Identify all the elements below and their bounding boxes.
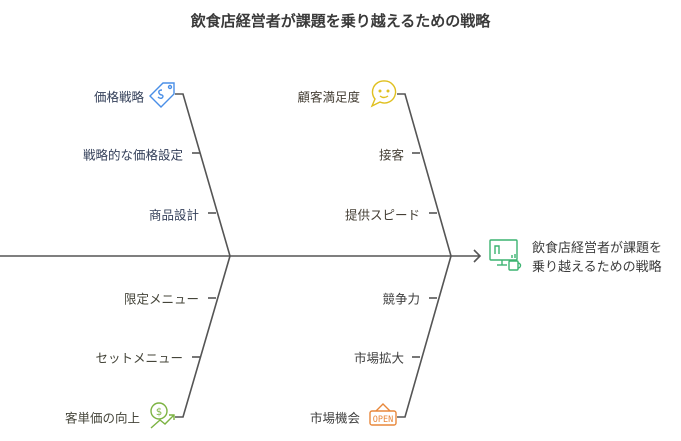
cause-label: 限定メニュー	[123, 291, 199, 307]
branch-line-satisfaction	[397, 93, 452, 257]
svg-text:$: $	[156, 407, 162, 418]
cause-label: 商品設計	[148, 207, 199, 223]
cause-label: 提供スピード	[344, 207, 420, 223]
monitor-coffee-icon	[489, 239, 522, 271]
cause-label: 接客	[378, 147, 404, 163]
effect-head: 飲食店経営者が課題を 乗り越えるための戦略	[532, 239, 662, 277]
branch-line-spend	[175, 255, 231, 418]
spine-arrow	[473, 249, 482, 263]
branch-line-market	[397, 255, 452, 418]
diagram-title: 飲食店経営者が課題を乗り越えるための戦略	[190, 12, 491, 30]
effect-line-1: 飲食店経営者が課題を	[532, 241, 663, 256]
branch-label-satisfaction: 顧客満足度	[297, 89, 360, 105]
cause-label: セットメニュー	[95, 350, 183, 366]
cause-label: 市場拡大	[353, 350, 404, 366]
cause-label: 競争力	[382, 291, 420, 307]
effect-line-2: 乗り越えるための戦略	[532, 260, 662, 275]
smile-chat-icon	[370, 80, 397, 108]
branch-label-price-strategy: 価格戦略	[93, 89, 144, 105]
dollar-growth-icon: $	[150, 402, 175, 429]
cause-label: 戦略的な価格設定	[82, 147, 183, 163]
branch-line-price	[175, 93, 231, 257]
open-sign-icon: OPEN	[369, 403, 397, 426]
price-tag-icon	[149, 82, 175, 108]
branch-label-spend: 客単価の向上	[64, 410, 140, 426]
branch-label-market: 市場機会	[309, 410, 360, 426]
open-sign-text: OPEN	[373, 415, 393, 425]
